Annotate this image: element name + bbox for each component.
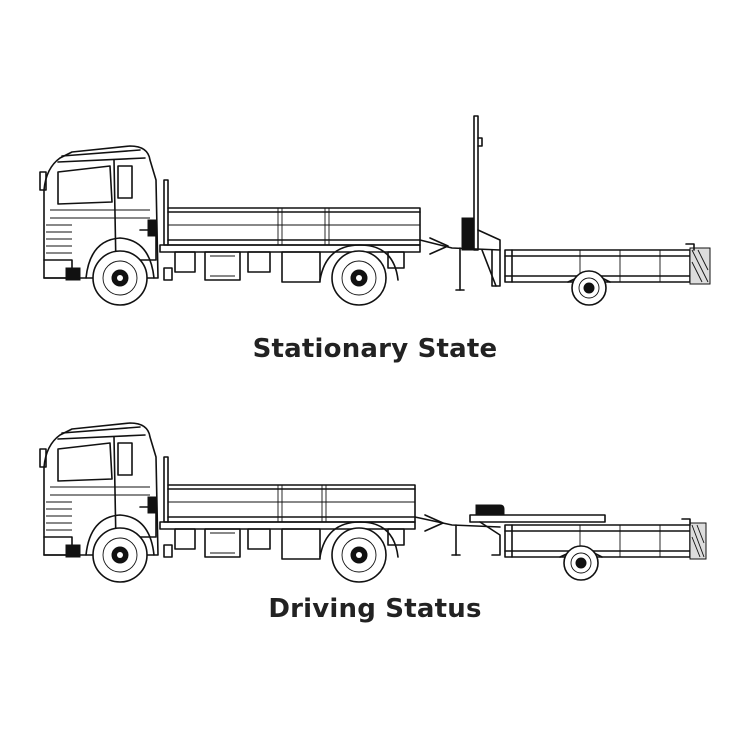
sign-trailer: [469, 504, 707, 581]
front-wheel: [85, 514, 155, 583]
truck-cab: [39, 145, 159, 281]
truck-cargo-bed: [159, 456, 416, 560]
driving-status-caption: Driving Status: [268, 594, 482, 624]
stationary-state-caption: Stationary State: [252, 334, 498, 364]
rear-wheel: [319, 521, 399, 583]
truck-cargo-bed: [159, 179, 421, 283]
front-wheel: [85, 237, 155, 306]
truck-with-raised-sign-drawing: [39, 115, 711, 306]
tow-hitch: [419, 237, 501, 291]
rear-wheel: [319, 244, 399, 306]
truck-cab: [39, 422, 159, 558]
sign-trailer: [461, 115, 711, 306]
driving-status-illustration: [0, 405, 750, 600]
truck-with-lowered-sign-drawing: [39, 422, 707, 583]
stationary-state-illustration: [0, 100, 750, 330]
tow-hitch: [414, 514, 501, 556]
